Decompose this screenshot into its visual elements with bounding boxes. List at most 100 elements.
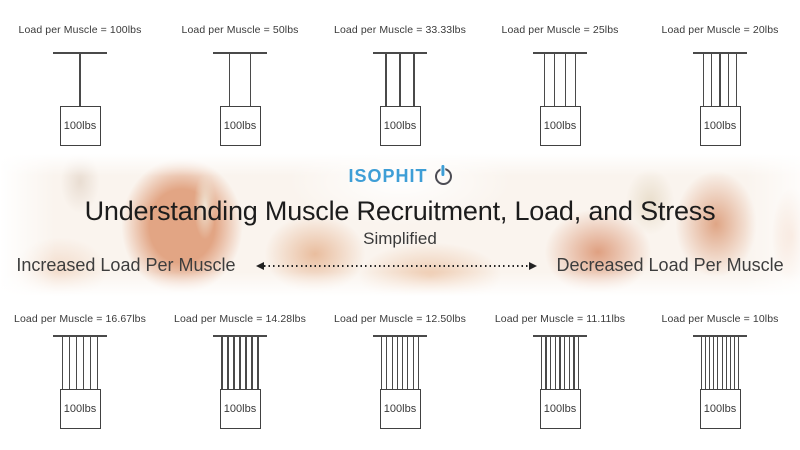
muscle-line [75, 337, 78, 389]
increased-load-label: Increased Load Per Muscle [16, 255, 236, 275]
muscle-line [734, 337, 736, 389]
load-per-muscle-label: Load per Muscle = 16.67lbs [14, 313, 146, 325]
muscle-diagram: Load per Muscle = 12.50lbs 100lbs [320, 313, 480, 429]
muscle-line [573, 337, 575, 389]
muscle-line [725, 337, 727, 389]
load-per-muscle-label: Load per Muscle = 100lbs [18, 24, 142, 36]
weight-box: 100lbs [379, 389, 421, 429]
weight-box: 100lbs [59, 389, 101, 429]
muscle-line [239, 337, 241, 389]
muscle-line [82, 337, 85, 389]
support-bar [533, 52, 587, 54]
weight-label: 100lbs [223, 120, 257, 132]
support-bar [373, 335, 427, 337]
load-per-muscle-label: Load per Muscle = 33.33lbs [334, 24, 466, 36]
muscle-line [228, 54, 231, 106]
isophit-power-icon [434, 165, 452, 185]
muscle-line [417, 337, 419, 389]
muscle-line [233, 337, 235, 389]
muscle-line [245, 337, 247, 389]
muscle-line [391, 337, 393, 389]
muscle-line [412, 337, 414, 389]
support-bar [373, 52, 427, 54]
muscle-line [221, 337, 223, 389]
muscle-line [564, 337, 566, 389]
muscle-lines [219, 54, 261, 106]
muscle-line [550, 337, 552, 389]
arrowhead-right-icon [528, 261, 537, 270]
weight-box: 100lbs [59, 106, 101, 146]
muscle-lines [59, 54, 101, 106]
load-per-muscle-label: Load per Muscle = 25lbs [501, 24, 619, 36]
muscle-diagram: Load per Muscle = 33.33lbs 100lbs [320, 24, 480, 146]
arrowhead-left-icon [255, 261, 264, 270]
muscle-line [385, 54, 387, 106]
muscle-line [79, 54, 81, 106]
support-bar [53, 52, 107, 54]
muscle-lines [379, 337, 421, 389]
weight-label: 100lbs [703, 120, 737, 132]
muscle-line [402, 337, 404, 389]
muscle-lines [699, 337, 741, 389]
anatomy-banner: ISOPHIT Understanding Muscle Recruitment… [0, 154, 800, 296]
muscle-line [540, 337, 542, 389]
muscle-lines [699, 54, 741, 106]
muscle-lines [59, 337, 101, 389]
muscle-diagram: Load per Muscle = 11.11lbs 100lbs [480, 313, 640, 429]
muscle-diagram: Load per Muscle = 50lbs 100lbs [160, 24, 320, 146]
muscle-diagram: Load per Muscle = 25lbs 100lbs [480, 24, 640, 146]
double-headed-dotted-arrow-icon [255, 261, 537, 270]
muscle-line [559, 337, 561, 389]
power-icon-bar [440, 165, 446, 176]
isophit-logo: ISOPHIT [348, 165, 452, 186]
main-title: Understanding Muscle Recruitment, Load, … [84, 196, 716, 226]
weight-box: 100lbs [699, 389, 741, 429]
muscle-lines [539, 54, 581, 106]
muscle-line [413, 54, 415, 106]
muscle-line [568, 337, 570, 389]
support-bar [693, 52, 747, 54]
weight-box: 100lbs [379, 106, 421, 146]
weight-box: 100lbs [699, 106, 741, 146]
support-bar [213, 335, 267, 337]
muscle-lines [379, 54, 421, 106]
muscle-line [251, 337, 253, 389]
muscle-line [554, 337, 556, 389]
muscle-line [257, 337, 259, 389]
muscle-line [554, 54, 556, 106]
weight-label: 100lbs [223, 403, 257, 415]
support-bar [533, 335, 587, 337]
muscle-line [68, 337, 71, 389]
muscle-line [249, 54, 252, 106]
muscle-line [543, 54, 545, 106]
support-bar [693, 335, 747, 337]
load-direction-row: Increased Load Per Muscle Decreased Load… [16, 255, 783, 276]
muscle-line [717, 337, 719, 389]
muscle-line [708, 337, 711, 389]
muscle-lines [219, 337, 261, 389]
weight-label: 100lbs [63, 403, 97, 415]
subtitle: Simplified [363, 229, 437, 248]
muscle-line [578, 337, 580, 389]
weight-box: 100lbs [219, 106, 261, 146]
muscle-line [721, 337, 723, 389]
muscle-line [729, 337, 732, 389]
load-per-muscle-label: Load per Muscle = 12.50lbs [334, 313, 466, 325]
weight-box: 100lbs [219, 389, 261, 429]
load-per-muscle-label: Load per Muscle = 11.11lbs [494, 313, 626, 325]
load-per-muscle-label: Load per Muscle = 50lbs [181, 24, 299, 36]
muscle-line [407, 337, 409, 389]
muscle-lines [539, 337, 581, 389]
weight-label: 100lbs [703, 403, 737, 415]
muscle-diagram: Load per Muscle = 100lbs 100lbs [0, 24, 160, 146]
muscle-line [386, 337, 388, 389]
weight-label: 100lbs [543, 120, 577, 132]
anatomy-background-image [0, 154, 800, 296]
weight-label: 100lbs [543, 403, 577, 415]
muscle-line [545, 337, 547, 389]
muscle-line [711, 54, 713, 106]
muscle-line [564, 54, 566, 106]
